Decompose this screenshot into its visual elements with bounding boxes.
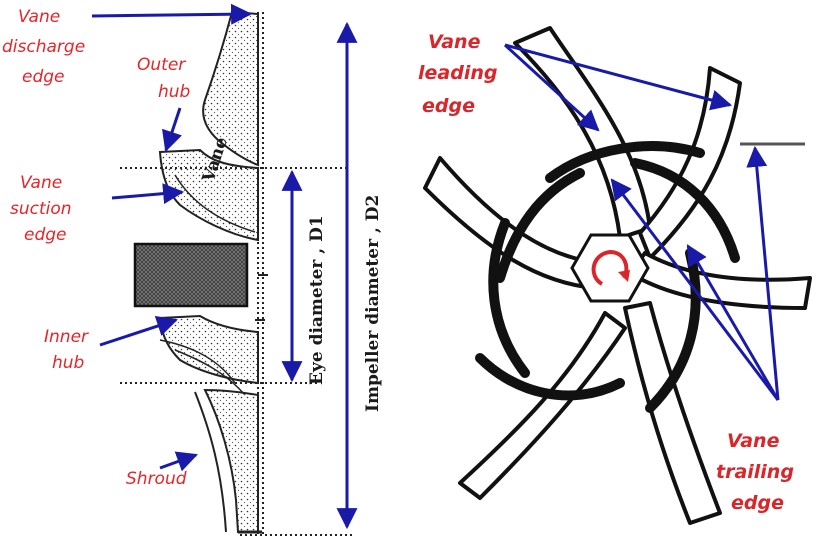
right-pointer-arrows bbox=[503, 43, 780, 401]
inner-hub-label: Inner hub bbox=[44, 327, 89, 373]
svg-text:edge: edge bbox=[22, 67, 65, 87]
vane-discharge-edge-label: Vane discharge edge bbox=[2, 7, 85, 87]
svg-text:suction: suction bbox=[10, 199, 72, 219]
vane-trailing-edge-label: Vane trailing edge bbox=[716, 430, 794, 514]
impeller-cross-section: Eye diameter , D1 Impeller diameter , D2… bbox=[2, 3, 383, 536]
central-hub-block bbox=[133, 242, 249, 308]
svg-text:Vane: Vane bbox=[727, 430, 780, 452]
impeller-diameter-label: Impeller diameter , D2 bbox=[363, 195, 383, 412]
svg-text:edge: edge bbox=[24, 225, 67, 245]
svg-text:edge: edge bbox=[731, 492, 784, 514]
svg-text:Vane: Vane bbox=[428, 31, 481, 53]
lower-shroud-shape bbox=[203, 388, 259, 533]
svg-text:Outer: Outer bbox=[137, 55, 186, 75]
svg-text:hub: hub bbox=[52, 353, 84, 373]
outer-hub-label: Outer hub bbox=[137, 55, 190, 102]
svg-text:Vane: Vane bbox=[20, 173, 62, 193]
svg-text:trailing: trailing bbox=[716, 461, 794, 483]
blade-2 bbox=[638, 66, 742, 260]
shroud-label: Shroud bbox=[126, 469, 187, 489]
eye-diameter-label: Eye diameter , D1 bbox=[307, 215, 327, 385]
blade-5 bbox=[458, 311, 627, 500]
vane-suction-edge-label: Vane suction edge bbox=[10, 173, 72, 245]
hex-nut bbox=[570, 233, 650, 303]
svg-text:Vane: Vane bbox=[18, 7, 60, 27]
impeller-front-view bbox=[423, 26, 812, 525]
blade-3 bbox=[628, 251, 812, 310]
rotation-arrow-icon bbox=[591, 249, 629, 286]
inner-hub-shape bbox=[158, 314, 259, 385]
svg-text:edge: edge bbox=[422, 95, 475, 117]
svg-text:hub: hub bbox=[158, 82, 190, 102]
upper-shroud-shape bbox=[202, 10, 259, 167]
blade-4 bbox=[623, 301, 722, 525]
svg-text:Inner: Inner bbox=[44, 327, 89, 347]
svg-text:leading: leading bbox=[418, 62, 497, 84]
svg-text:discharge: discharge bbox=[2, 37, 85, 57]
vane-leading-edge-label: Vane leading edge bbox=[418, 31, 497, 117]
